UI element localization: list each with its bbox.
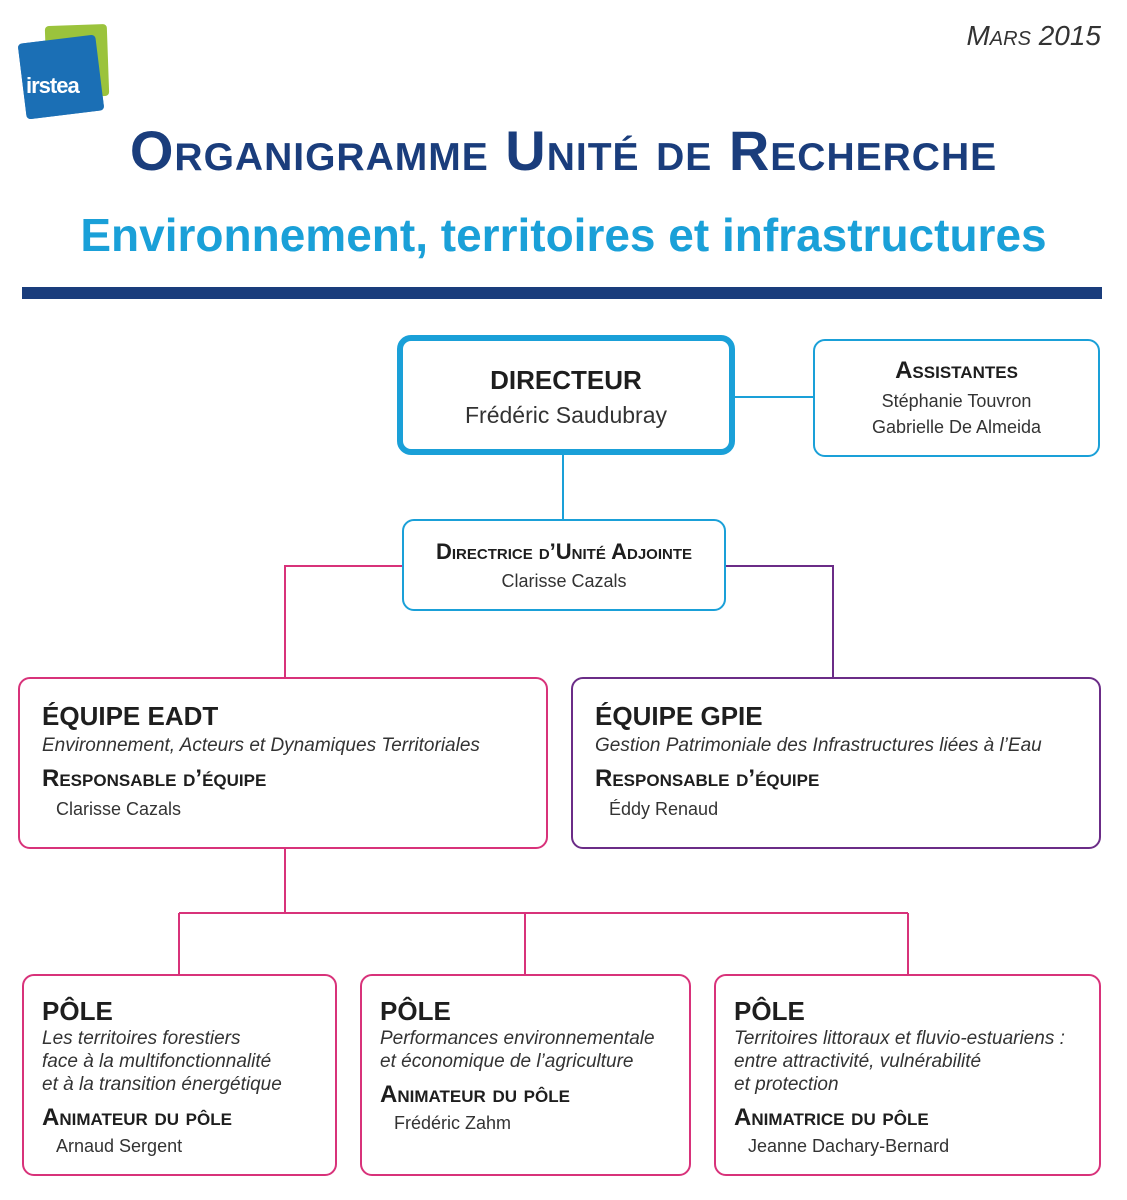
assistant-name-1: Stéphanie Touvron xyxy=(881,391,1032,411)
pole-person: Frédéric Zahm xyxy=(394,1113,512,1133)
irstea-logo: irstea xyxy=(17,23,112,120)
pole-role: Animatrice du pôle xyxy=(734,1104,929,1131)
pole-description-line: et protection xyxy=(734,1074,839,1095)
team-label: ÉQUIPE EADT xyxy=(42,701,219,731)
team-person: Éddy Renaud xyxy=(609,799,719,819)
pole-description-line: Les territoires forestiers xyxy=(42,1028,241,1049)
deputy-box: Directrice d’Unité Adjointe Clarisse Caz… xyxy=(402,519,726,611)
pole-person: Jeanne Dachary-Bernard xyxy=(748,1136,950,1156)
pole-description-line: et à la transition énergétique xyxy=(42,1074,282,1095)
team-person: Clarisse Cazals xyxy=(56,799,182,819)
team-label: ÉQUIPE GPIE xyxy=(595,701,763,731)
logo-text: irstea xyxy=(26,73,80,98)
team-eadt-box: ÉQUIPE EADT Environnement, Acteurs et Dy… xyxy=(18,677,548,849)
pole-1-box: PÔLE Les territoires forestiers face à l… xyxy=(22,974,337,1176)
pole-label: PÔLE xyxy=(380,996,451,1026)
team-description: Environnement, Acteurs et Dynamiques Ter… xyxy=(42,735,480,756)
deputy-eadt-connector xyxy=(284,565,403,678)
team-role: Responsable d’équipe xyxy=(595,765,820,792)
director-box: DIRECTEUR Frédéric Saudubray xyxy=(397,335,735,455)
assistant-name-2: Gabrielle De Almeida xyxy=(871,417,1042,437)
pole-label: PÔLE xyxy=(42,996,113,1026)
assistants-label: Assistantes xyxy=(895,357,1018,384)
director-name: Frédéric Saudubray xyxy=(465,402,667,428)
director-label: DIRECTEUR xyxy=(490,365,642,395)
pole-label: PÔLE xyxy=(734,996,805,1026)
team-description: Gestion Patrimoniale des Infrastructures… xyxy=(595,735,1042,756)
deputy-label: Directrice d’Unité Adjointe xyxy=(435,539,693,564)
pole-description-line: face à la multifonctionnalité xyxy=(42,1051,272,1072)
pole-description-line: Performances environnementale xyxy=(380,1028,655,1049)
team-role: Responsable d’équipe xyxy=(42,765,267,792)
pole-description-line: entre attractivité, vulnérabilité xyxy=(734,1051,982,1072)
pole-role: Animateur du pôle xyxy=(42,1104,232,1131)
pole-description-line: Territoires littoraux et fluvio-estuarie… xyxy=(734,1028,1065,1049)
page-title: Organigramme Unité de Recherche xyxy=(129,119,998,182)
document-date: Mars 2015 xyxy=(966,20,1101,51)
deputy-gpie-connector xyxy=(724,565,834,678)
pole-3-box: PÔLE Territoires littoraux et fluvio-est… xyxy=(714,974,1101,1176)
title-divider xyxy=(22,287,1102,299)
pole-2-box: PÔLE Performances environnementale et éc… xyxy=(360,974,691,1176)
pole-person: Arnaud Sergent xyxy=(56,1136,183,1156)
assistants-box: Assistantes Stéphanie Touvron Gabrielle … xyxy=(813,339,1100,457)
deputy-name: Clarisse Cazals xyxy=(501,571,627,591)
pole-description-line: et économique de l’agriculture xyxy=(380,1051,634,1072)
page-subtitle: Environnement, territoires et infrastruc… xyxy=(80,209,1047,261)
team-gpie-box: ÉQUIPE GPIE Gestion Patrimoniale des Inf… xyxy=(571,677,1101,849)
pole-role: Animateur du pôle xyxy=(380,1081,570,1108)
